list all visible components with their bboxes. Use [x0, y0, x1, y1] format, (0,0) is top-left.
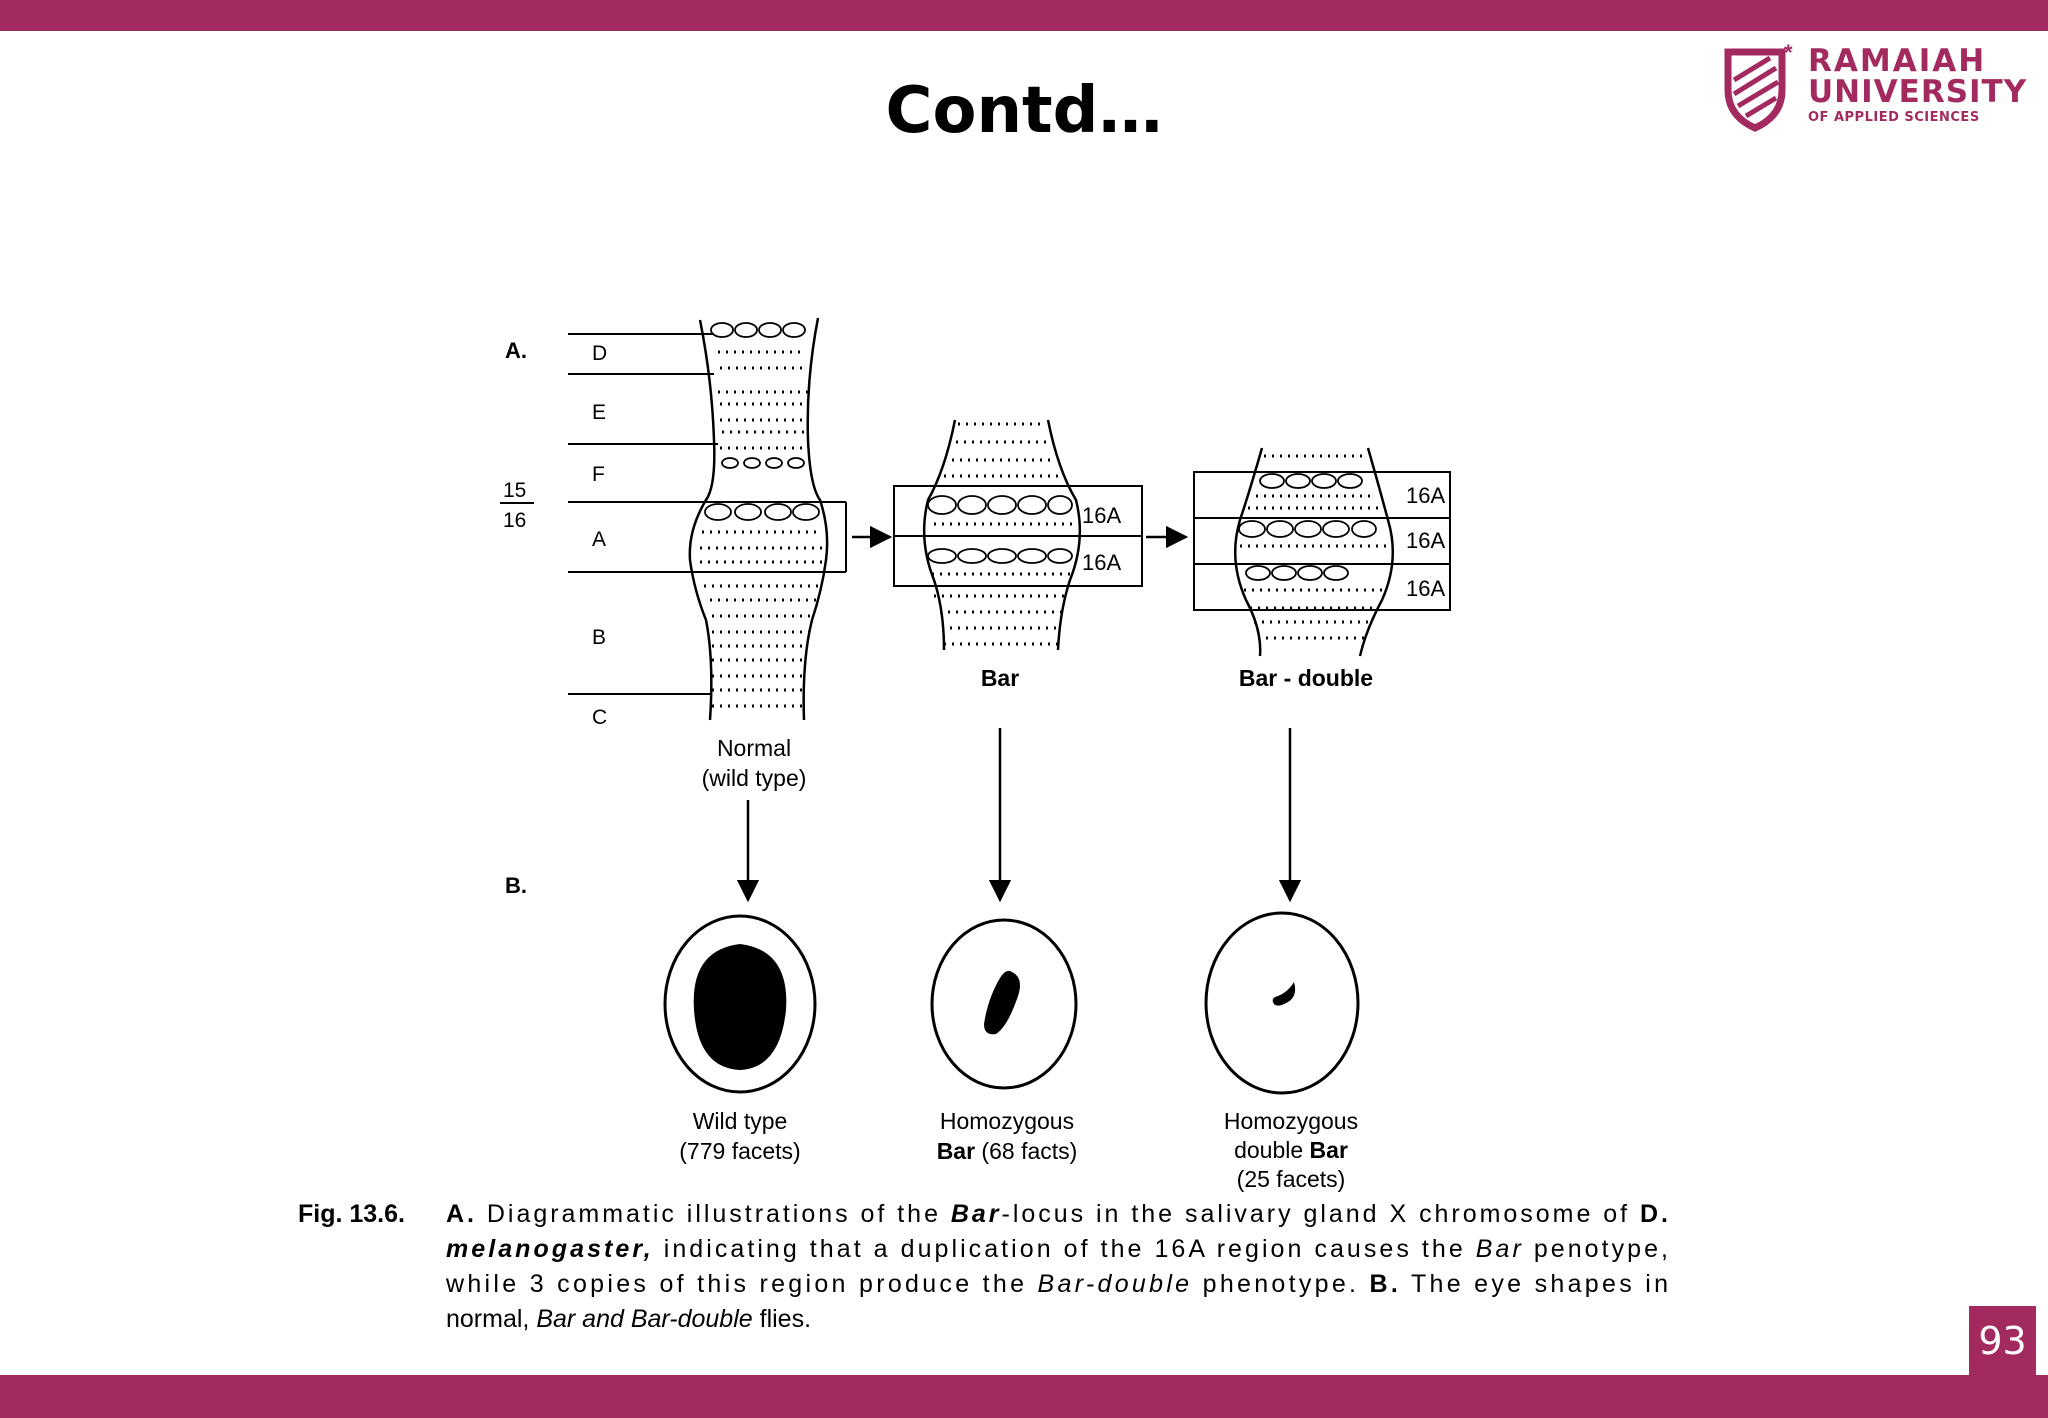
bar-double-chromosome [1233, 447, 1395, 657]
caption-l2-a: melanogaster, [446, 1235, 651, 1263]
band-label-e: E [592, 401, 606, 424]
eye-1-caption-line-1: Wild type [693, 1108, 788, 1134]
eye-double-bar [1204, 911, 1360, 1095]
band-label-c: C [592, 706, 607, 729]
bar-label: Bar [981, 665, 1019, 691]
caption-l1-b: Diagrammatic illustrations of the [477, 1200, 948, 1228]
eye-3-caption-pre: double [1234, 1137, 1309, 1163]
caption-l4-c: flies. [753, 1305, 811, 1333]
logo-line-3: OF APPLIED SCIENCES [1808, 110, 1980, 125]
caption-l2-b: indicating that a duplication of the 16A… [654, 1235, 1473, 1263]
slide-title: Contd… [885, 74, 1163, 148]
part-a-label: A. [505, 338, 527, 363]
band-label-b: B [592, 626, 606, 649]
logo-line-1: RAMAIAH [1808, 43, 1987, 79]
bar-double-chromosome-dots [1240, 454, 1388, 640]
bar-double-label: Bar - double [1239, 665, 1373, 691]
normal-label-line-1: Normal [717, 735, 791, 761]
caption-l4-b: Bar and Bar-double [536, 1305, 752, 1333]
page-number: 93 [1969, 1306, 2036, 1376]
part-b-label: B. [505, 873, 527, 898]
normal-chromosome-dots [700, 350, 824, 708]
bar-chromosome-dots [932, 422, 1072, 646]
caption-l1-e: D. [1640, 1200, 1668, 1228]
bar-chromosome-bands [927, 495, 1073, 564]
caption-l2-c: Bar [1476, 1235, 1523, 1263]
bar-double-region-boxes [1193, 471, 1451, 611]
bar-region-boxes [893, 485, 1143, 587]
eye-3-caption-bold: Bar [1310, 1137, 1348, 1163]
band-label-d: D [592, 342, 607, 365]
caption-l1-d: -locus in the salivary gland X chromosom… [1002, 1200, 1638, 1228]
caption-line-2: melanogaster, indicating that a duplicat… [446, 1235, 1668, 1263]
bar-double-chromosome-bands [1238, 473, 1377, 581]
bottom-accent-bar [0, 1375, 2048, 1418]
caption-line-4: normal, Bar and Bar-double flies. [446, 1305, 811, 1333]
eye-2-caption-rest: (68 facts) [975, 1138, 1077, 1164]
eye-1-caption-line-2: (779 facets) [679, 1138, 800, 1164]
logo-emblem-icon: * [1724, 40, 1793, 132]
caption-l3-d: B. [1370, 1270, 1398, 1298]
caption-fig-number: Fig. 13.6. [298, 1200, 405, 1228]
bar-double-region-label-2: 16A [1406, 528, 1445, 553]
band-label-f: F [592, 463, 605, 486]
bar-double-region-label-1: 16A [1406, 483, 1445, 508]
caption-l3-c: phenotype. [1192, 1270, 1366, 1298]
bar-region-label-2: 16A [1082, 550, 1121, 575]
bar-double-region-label-3: 16A [1406, 576, 1445, 601]
caption-l2-d: penotype, [1524, 1235, 1668, 1263]
top-accent-bar [0, 0, 2048, 31]
caption-line-1: A. Diagrammatic illustrations of the Bar… [446, 1200, 1668, 1228]
normal-chromosome [688, 317, 829, 721]
caption-l1-c: Bar [951, 1200, 1000, 1228]
band-dividers [568, 333, 847, 695]
eye-2-caption-line-2: Bar (68 facts) [937, 1138, 1078, 1164]
eye-2-caption-line-1: Homozygous [940, 1108, 1074, 1134]
caption-l3-a: while 3 copies of this region produce th… [445, 1270, 1034, 1298]
eye-3-caption-line-2: double Bar [1234, 1137, 1348, 1163]
bar-region-label-1: 16A [1082, 503, 1121, 528]
bar-locus-figure: A. B. 15 16 D E F A B C [298, 317, 1668, 1333]
caption-line-3: while 3 copies of this region produce th… [445, 1270, 1668, 1298]
caption-l1-a: A. [446, 1200, 474, 1228]
fraction-bottom: 16 [503, 509, 526, 532]
eye-2-caption-bold: Bar [937, 1138, 975, 1164]
band-label-a: A [592, 528, 606, 551]
eye-3-caption-line-1: Homozygous [1224, 1108, 1358, 1134]
eye-wild-type [663, 914, 817, 1094]
eye-3-caption-line-3: (25 facets) [1237, 1166, 1346, 1192]
svg-text:*: * [1784, 40, 1793, 65]
fraction-top: 15 [503, 479, 526, 502]
normal-chromosome-bands [704, 322, 820, 521]
logo-line-2: UNIVERSITY [1808, 74, 2028, 110]
caption-l3-b: Bar-double [1038, 1270, 1190, 1298]
caption-l3-e: The eye shapes in [1401, 1270, 1668, 1298]
university-logo: * RAMAIAH UNIVERSITY OF APPLIED SCIENCES [1720, 40, 2026, 132]
eye-homozygous-bar [930, 918, 1078, 1090]
normal-label-line-2: (wild type) [702, 765, 807, 791]
caption-l4-a: normal, [446, 1305, 536, 1333]
